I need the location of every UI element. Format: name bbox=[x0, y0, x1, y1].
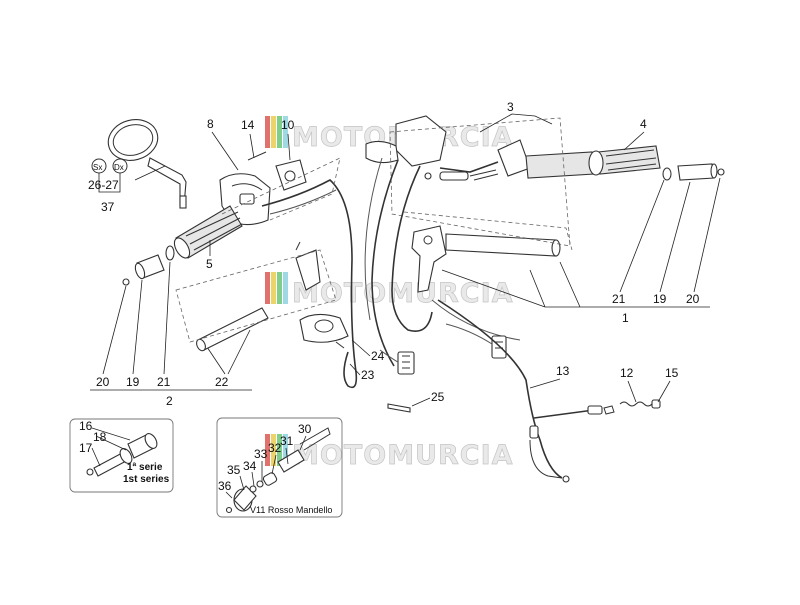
inset-first-series-parts bbox=[86, 433, 158, 477]
inset-note-serie: 1ª serie bbox=[127, 462, 163, 473]
callout-3: 3 bbox=[507, 100, 514, 114]
inset-note-series: 1st series bbox=[123, 474, 170, 485]
callout-31: 31 bbox=[280, 434, 294, 448]
cable-adjuster bbox=[587, 399, 661, 415]
left-grip bbox=[173, 205, 243, 259]
inset-note-v11: V11 Rosso Mandello bbox=[250, 505, 332, 515]
callout-21-right: 21 bbox=[612, 292, 626, 306]
right-grip bbox=[525, 145, 661, 179]
callout-36: 36 bbox=[218, 479, 232, 493]
callout-23: 23 bbox=[361, 368, 375, 382]
callout-26-27: 26-27 bbox=[88, 178, 119, 192]
callout-33: 33 bbox=[254, 447, 268, 461]
callout-25: 25 bbox=[431, 390, 445, 404]
callout-24: 24 bbox=[371, 349, 385, 363]
callout-34: 34 bbox=[243, 459, 257, 473]
callout-15: 15 bbox=[665, 366, 679, 380]
pin-part bbox=[387, 403, 411, 413]
callout-21-left: 21 bbox=[157, 375, 171, 389]
left-handlebar-tube bbox=[196, 307, 269, 352]
throttle-cables bbox=[424, 161, 499, 181]
watermark-middle: MOTOMURCIA bbox=[265, 272, 514, 309]
connector-left bbox=[397, 351, 415, 375]
callout-35: 35 bbox=[227, 463, 241, 477]
callout-17: 17 bbox=[79, 441, 93, 455]
mirror-part bbox=[107, 119, 187, 209]
callout-32: 32 bbox=[268, 441, 282, 455]
watermark-text: MOTOMURCIA bbox=[292, 440, 514, 471]
dx-label: Dx bbox=[114, 163, 124, 172]
callout-22: 22 bbox=[215, 375, 229, 389]
callout-16: 16 bbox=[79, 419, 93, 433]
side-badges: Sx Dx bbox=[91, 158, 128, 193]
callout-20-left: 20 bbox=[96, 375, 110, 389]
callout-37: 37 bbox=[101, 200, 115, 214]
inset-v11-parts bbox=[225, 427, 331, 514]
inset-v11-rosso-mandello bbox=[216, 417, 343, 518]
connector-right bbox=[491, 335, 507, 359]
callout-1: 1 bbox=[622, 311, 629, 325]
handlebar-clamp bbox=[295, 241, 349, 349]
callout-14: 14 bbox=[241, 118, 255, 132]
callout-30: 30 bbox=[298, 422, 312, 436]
callout-10: 10 bbox=[281, 118, 295, 132]
callout-2: 2 bbox=[166, 394, 173, 408]
callout-8: 8 bbox=[207, 117, 214, 131]
callout-5: 5 bbox=[206, 257, 213, 271]
sx-label: Sx bbox=[93, 163, 102, 172]
callout-19-right: 19 bbox=[653, 292, 667, 306]
callout-18: 18 bbox=[93, 430, 107, 444]
inset-first-series bbox=[69, 418, 174, 493]
left-bar-end bbox=[122, 245, 175, 286]
watermark-text: MOTOMURCIA bbox=[292, 278, 514, 309]
callout-13: 13 bbox=[556, 364, 570, 378]
right-handlebar-tube bbox=[411, 225, 561, 293]
callout-12: 12 bbox=[620, 366, 634, 380]
right-bar-end bbox=[662, 163, 725, 181]
callout-20-right: 20 bbox=[686, 292, 700, 306]
callout-4: 4 bbox=[640, 117, 647, 131]
callout-19-left: 19 bbox=[126, 375, 140, 389]
watermark-bottom: MOTOMURCIA bbox=[265, 434, 514, 471]
